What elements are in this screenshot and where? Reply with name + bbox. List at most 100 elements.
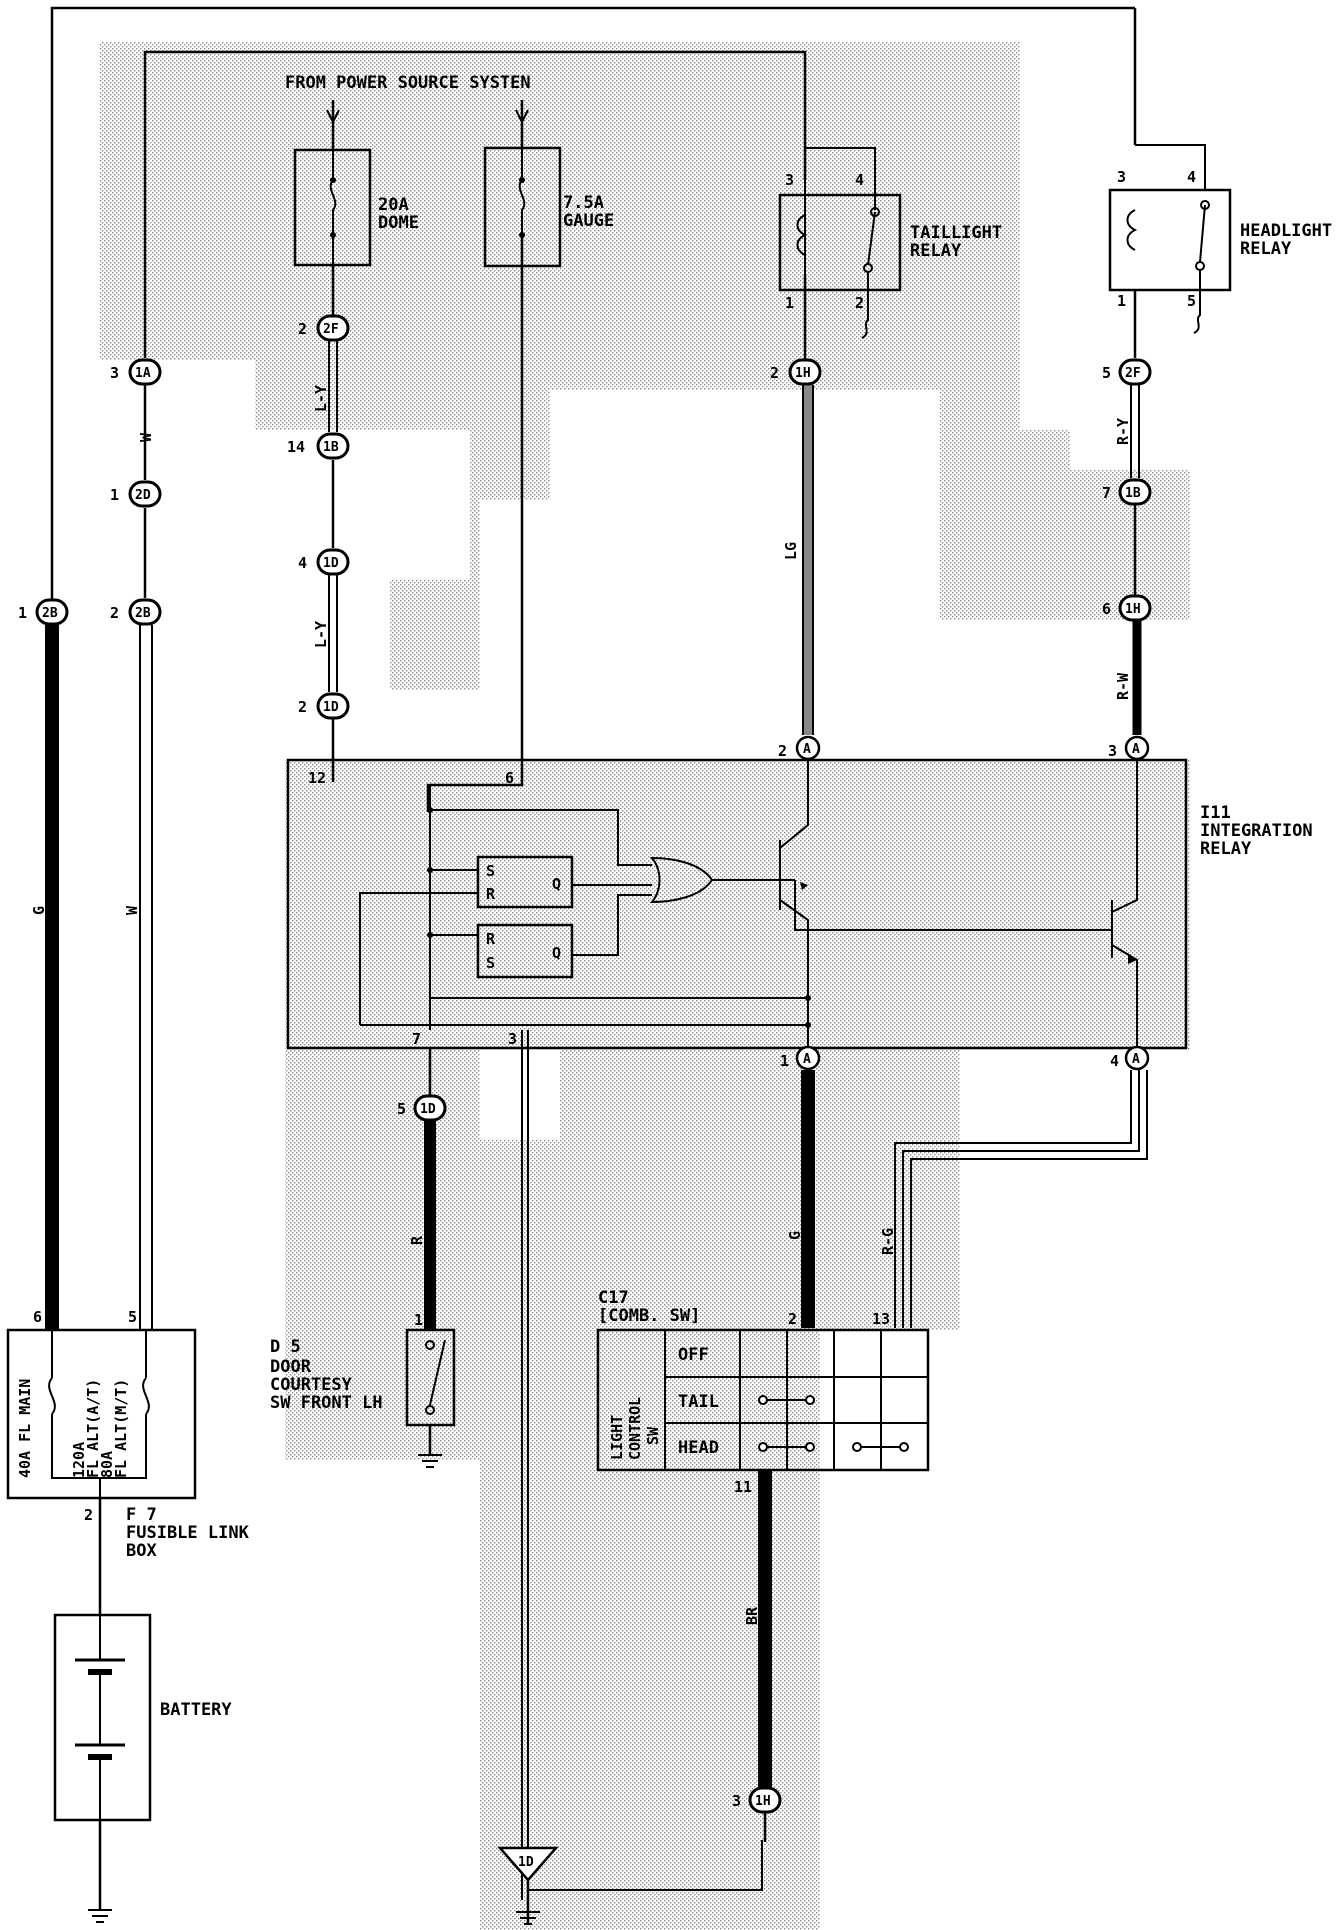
door-switch-label2: COURTESY	[270, 1375, 353, 1395]
wire-RG-c	[910, 1070, 1148, 1328]
connector-pin: 4	[298, 554, 307, 572]
connector-pin: 2	[298, 698, 307, 716]
fl-id: F 7	[126, 1505, 157, 1525]
fl-pin-2: 2	[84, 1506, 93, 1524]
head-relay-pin3: 3	[1117, 168, 1126, 186]
connector-id: 1H	[755, 1794, 771, 1809]
door-courtesy-switch: 1 D 5 DOOR COURTESY SW FRONT LH	[270, 1311, 456, 1468]
svg-text:Q: Q	[552, 944, 561, 962]
connector-5-1D: 1D 5	[397, 1094, 447, 1122]
connector-2-1H: 1H 2	[770, 358, 822, 386]
shade-upper-left	[100, 42, 1020, 690]
battery: BATTERY	[53, 1613, 232, 1923]
combination-switch: C17 [COMB. SW] 2 13 11 LIGHT CONTROL SW …	[596, 1288, 930, 1496]
connector-5-2F: 2F 5	[1102, 358, 1152, 386]
integration-relay: I11 INTEGRATION RELAY 12 6 2 3 7 3 1 4 A…	[286, 735, 1313, 1071]
comb-pin-2: 2	[788, 1310, 797, 1328]
head-relay-pin4: 4	[1187, 168, 1196, 186]
connector-pin: 5	[397, 1100, 406, 1118]
fl-alt-label-1: 120A	[70, 1442, 88, 1478]
wire-ground-b	[527, 1030, 763, 1891]
comb-pin-13: 13	[872, 1310, 890, 1328]
wire-label-G1: G	[30, 906, 48, 915]
connector-pin: 2	[298, 320, 307, 338]
wire-label-RG: R-G	[879, 1228, 897, 1255]
relay-pin-12: 12	[308, 769, 326, 787]
svg-text:A: A	[1132, 742, 1140, 757]
wire-label-RY: R-Y	[1114, 418, 1132, 445]
wire-label-BR: BR	[743, 1606, 761, 1625]
tail-relay-label2: RELAY	[910, 241, 962, 261]
terminal-A-pin2: A	[795, 735, 821, 761]
door-switch-pin: 1	[414, 1311, 423, 1329]
door-switch-label3: SW FRONT LH	[270, 1393, 383, 1413]
connector-id: 1D	[323, 556, 339, 571]
wire-label-W2: W	[123, 905, 141, 915]
wire-RG-b	[902, 1070, 1140, 1328]
relay-internal-circuit	[359, 760, 1138, 1048]
wire-bus-to-1A	[143, 50, 807, 358]
connector-3-1A: 1A 3	[110, 358, 162, 386]
head-relay-pin5: 5	[1187, 292, 1196, 310]
comb-pin-11: 11	[734, 1478, 752, 1496]
fl-alt-label-4: FL ALT(M/T)	[112, 1379, 130, 1478]
svg-text:Q: Q	[552, 875, 561, 893]
shade-right	[760, 130, 1190, 620]
wire-label-LY2: L-Y	[312, 621, 330, 648]
connector-pin: 14	[287, 438, 305, 456]
relay-pin-7: 7	[412, 1030, 421, 1048]
connector-pin: 3	[110, 364, 119, 382]
tail-relay-pin1: 1	[785, 294, 794, 312]
tail-relay-pin2: 2	[855, 294, 864, 312]
connector-id: 1D	[323, 700, 339, 715]
connector-4-1D: 1D 4	[298, 548, 350, 576]
flip-flop-2: R S Q	[476, 923, 574, 979]
wire-label-LG: LG	[782, 542, 800, 560]
gauge-fuse-rating: 7.5A	[563, 193, 604, 213]
gauge-arrow-icon	[515, 109, 529, 125]
wire-head-relay-feed	[1135, 144, 1206, 190]
connector-id: 1H	[1125, 602, 1141, 617]
wire-label-G2: G	[786, 1231, 804, 1240]
shade-relay-region	[285, 760, 1190, 1050]
fl-label2: BOX	[126, 1541, 157, 1561]
comb-position-off: OFF	[678, 1345, 709, 1365]
svg-text:R: R	[486, 885, 496, 903]
connector-pin: 7	[1102, 484, 1111, 502]
fl-pin-5: 5	[128, 1308, 137, 1326]
terminal-A-pin1: A	[795, 1045, 821, 1071]
fl-alt-label-3: 80A	[98, 1451, 116, 1478]
headlight-relay: 3 4 1 5 HEADLIGHT RELAY	[1108, 168, 1332, 334]
integration-relay-id: I11	[1200, 803, 1231, 823]
flip-flop-1: S R Q	[476, 855, 574, 909]
battery-label: BATTERY	[160, 1700, 232, 1720]
comb-position-tail: TAIL	[678, 1392, 719, 1412]
svg-text:A: A	[803, 1052, 811, 1067]
wire-top-to-2B-pin1	[50, 6, 1135, 600]
connector-id: 2B	[135, 606, 151, 621]
dome-fuse-rating: 20A	[378, 195, 409, 215]
svg-text:A: A	[1132, 1052, 1140, 1067]
connector-pin: 2	[110, 604, 119, 622]
connector-14-1B: 1B 14	[287, 432, 350, 460]
wire-label-W1: W	[137, 432, 155, 442]
wire-labels: W L-Y L-Y LG R-Y R-W G W R G R-G BR	[30, 385, 1132, 1625]
head-relay-pin1: 1	[1117, 292, 1126, 310]
terminal-A-pin4: A	[1124, 1045, 1150, 1071]
door-switch-id: D 5	[270, 1337, 301, 1357]
relay-pin-3: 3	[1108, 742, 1117, 760]
comb-switch-id: C17	[598, 1288, 629, 1308]
gauge-fuse: 7.5A GAUGE	[483, 109, 614, 268]
connector-7-1B: 1B 7	[1102, 478, 1152, 506]
head-relay-label1: HEADLIGHT	[1240, 221, 1332, 241]
connector-2-2B: 2B 2	[110, 598, 162, 626]
connector-2-1D: 1D 2	[298, 692, 350, 720]
wire-label-RW: R-W	[1114, 672, 1132, 700]
svg-text:A: A	[803, 742, 811, 757]
dome-fuse: 20A DOME	[293, 109, 419, 267]
or-gate-icon	[649, 856, 714, 904]
connector-id: 2F	[323, 322, 339, 337]
connector-id: 2F	[1125, 366, 1141, 381]
fl-label1: FUSIBLE LINK	[126, 1523, 250, 1543]
